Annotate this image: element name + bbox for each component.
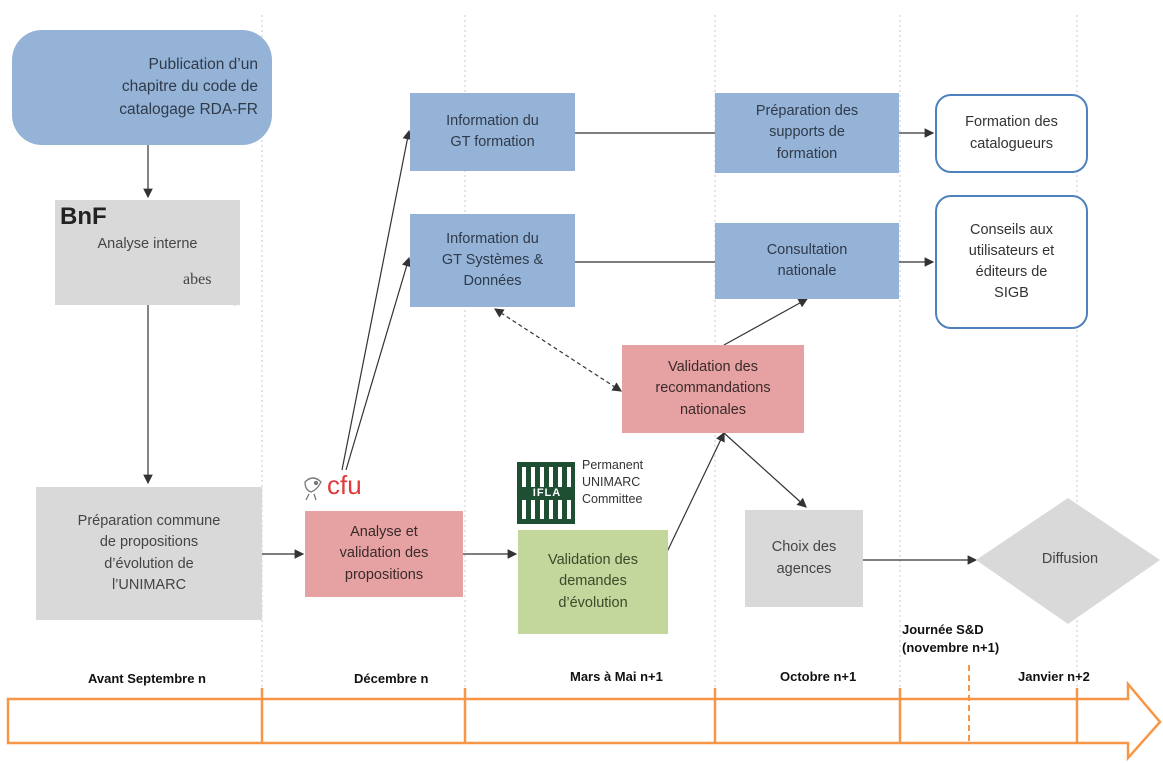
ifla-logo-icon xyxy=(517,462,575,524)
cfu-logo: cfu xyxy=(327,470,362,500)
arrow-ifla-to-validation xyxy=(665,431,725,555)
timeline-ticks xyxy=(260,688,1079,743)
period-journee-sd: Journée S&D (novembre n+1) xyxy=(902,622,1000,655)
info-gt-systemes-box: Information du GT Systèmes & Données xyxy=(410,214,575,307)
cfu-bird-icon xyxy=(304,477,322,501)
arrow-cfu-to-gt-formation xyxy=(341,129,413,471)
bnf-logo: BnF xyxy=(60,203,107,230)
dashed-arrow-gt-to-validation xyxy=(493,308,623,392)
period-mars-mai: Mars à Mai n+1 xyxy=(570,669,663,684)
analyse-interne-label: Analyse interne xyxy=(97,236,198,252)
period-decembre: Décembre n xyxy=(354,671,429,686)
validation-demandes-box: Validation des demandes d’évolution xyxy=(518,530,668,634)
formation-catalogueurs-box: Formation des catalogueurs xyxy=(935,94,1088,173)
arrow-validation-to-choix xyxy=(723,432,807,508)
timeline-arrow xyxy=(6,680,1162,762)
period-octobre: Octobre n+1 xyxy=(780,669,857,684)
publication-box: Publication d’un chapitre du code de cat… xyxy=(12,30,272,145)
consultation-nationale-box: Consultation nationale xyxy=(715,223,899,299)
ifla-caption: Permanent UNIMARC Committee xyxy=(582,458,644,506)
arrow-validation-to-consultation xyxy=(723,298,809,346)
preparation-supports-box: Préparation des supports de formation xyxy=(715,93,899,173)
validation-recommandations-box: Validation des recommandations nationale… xyxy=(622,345,804,433)
period-avant-septembre: Avant Septembre n xyxy=(88,671,206,686)
ifla-logo-label: IFLA xyxy=(532,487,562,499)
arrow-cfu-to-gt-systemes xyxy=(345,256,412,471)
preparation-commune-box: Préparation commune de propositions d’év… xyxy=(36,487,262,620)
period-janvier: Janvier n+2 xyxy=(1018,669,1090,684)
info-gt-formation-box: Information du GT formation xyxy=(410,93,575,171)
conseils-utilisateurs-box: Conseils aux utilisateurs et éditeurs de… xyxy=(935,195,1088,329)
diffusion-diamond xyxy=(976,498,1160,624)
choix-agences-box: Choix des agences xyxy=(745,510,863,607)
diffusion-label: Diffusion xyxy=(1041,551,1099,568)
analyse-validation-box: Analyse et validation des propositions xyxy=(305,511,463,597)
abes-logo: abes xyxy=(183,271,212,288)
analyse-interne-box xyxy=(55,200,240,305)
